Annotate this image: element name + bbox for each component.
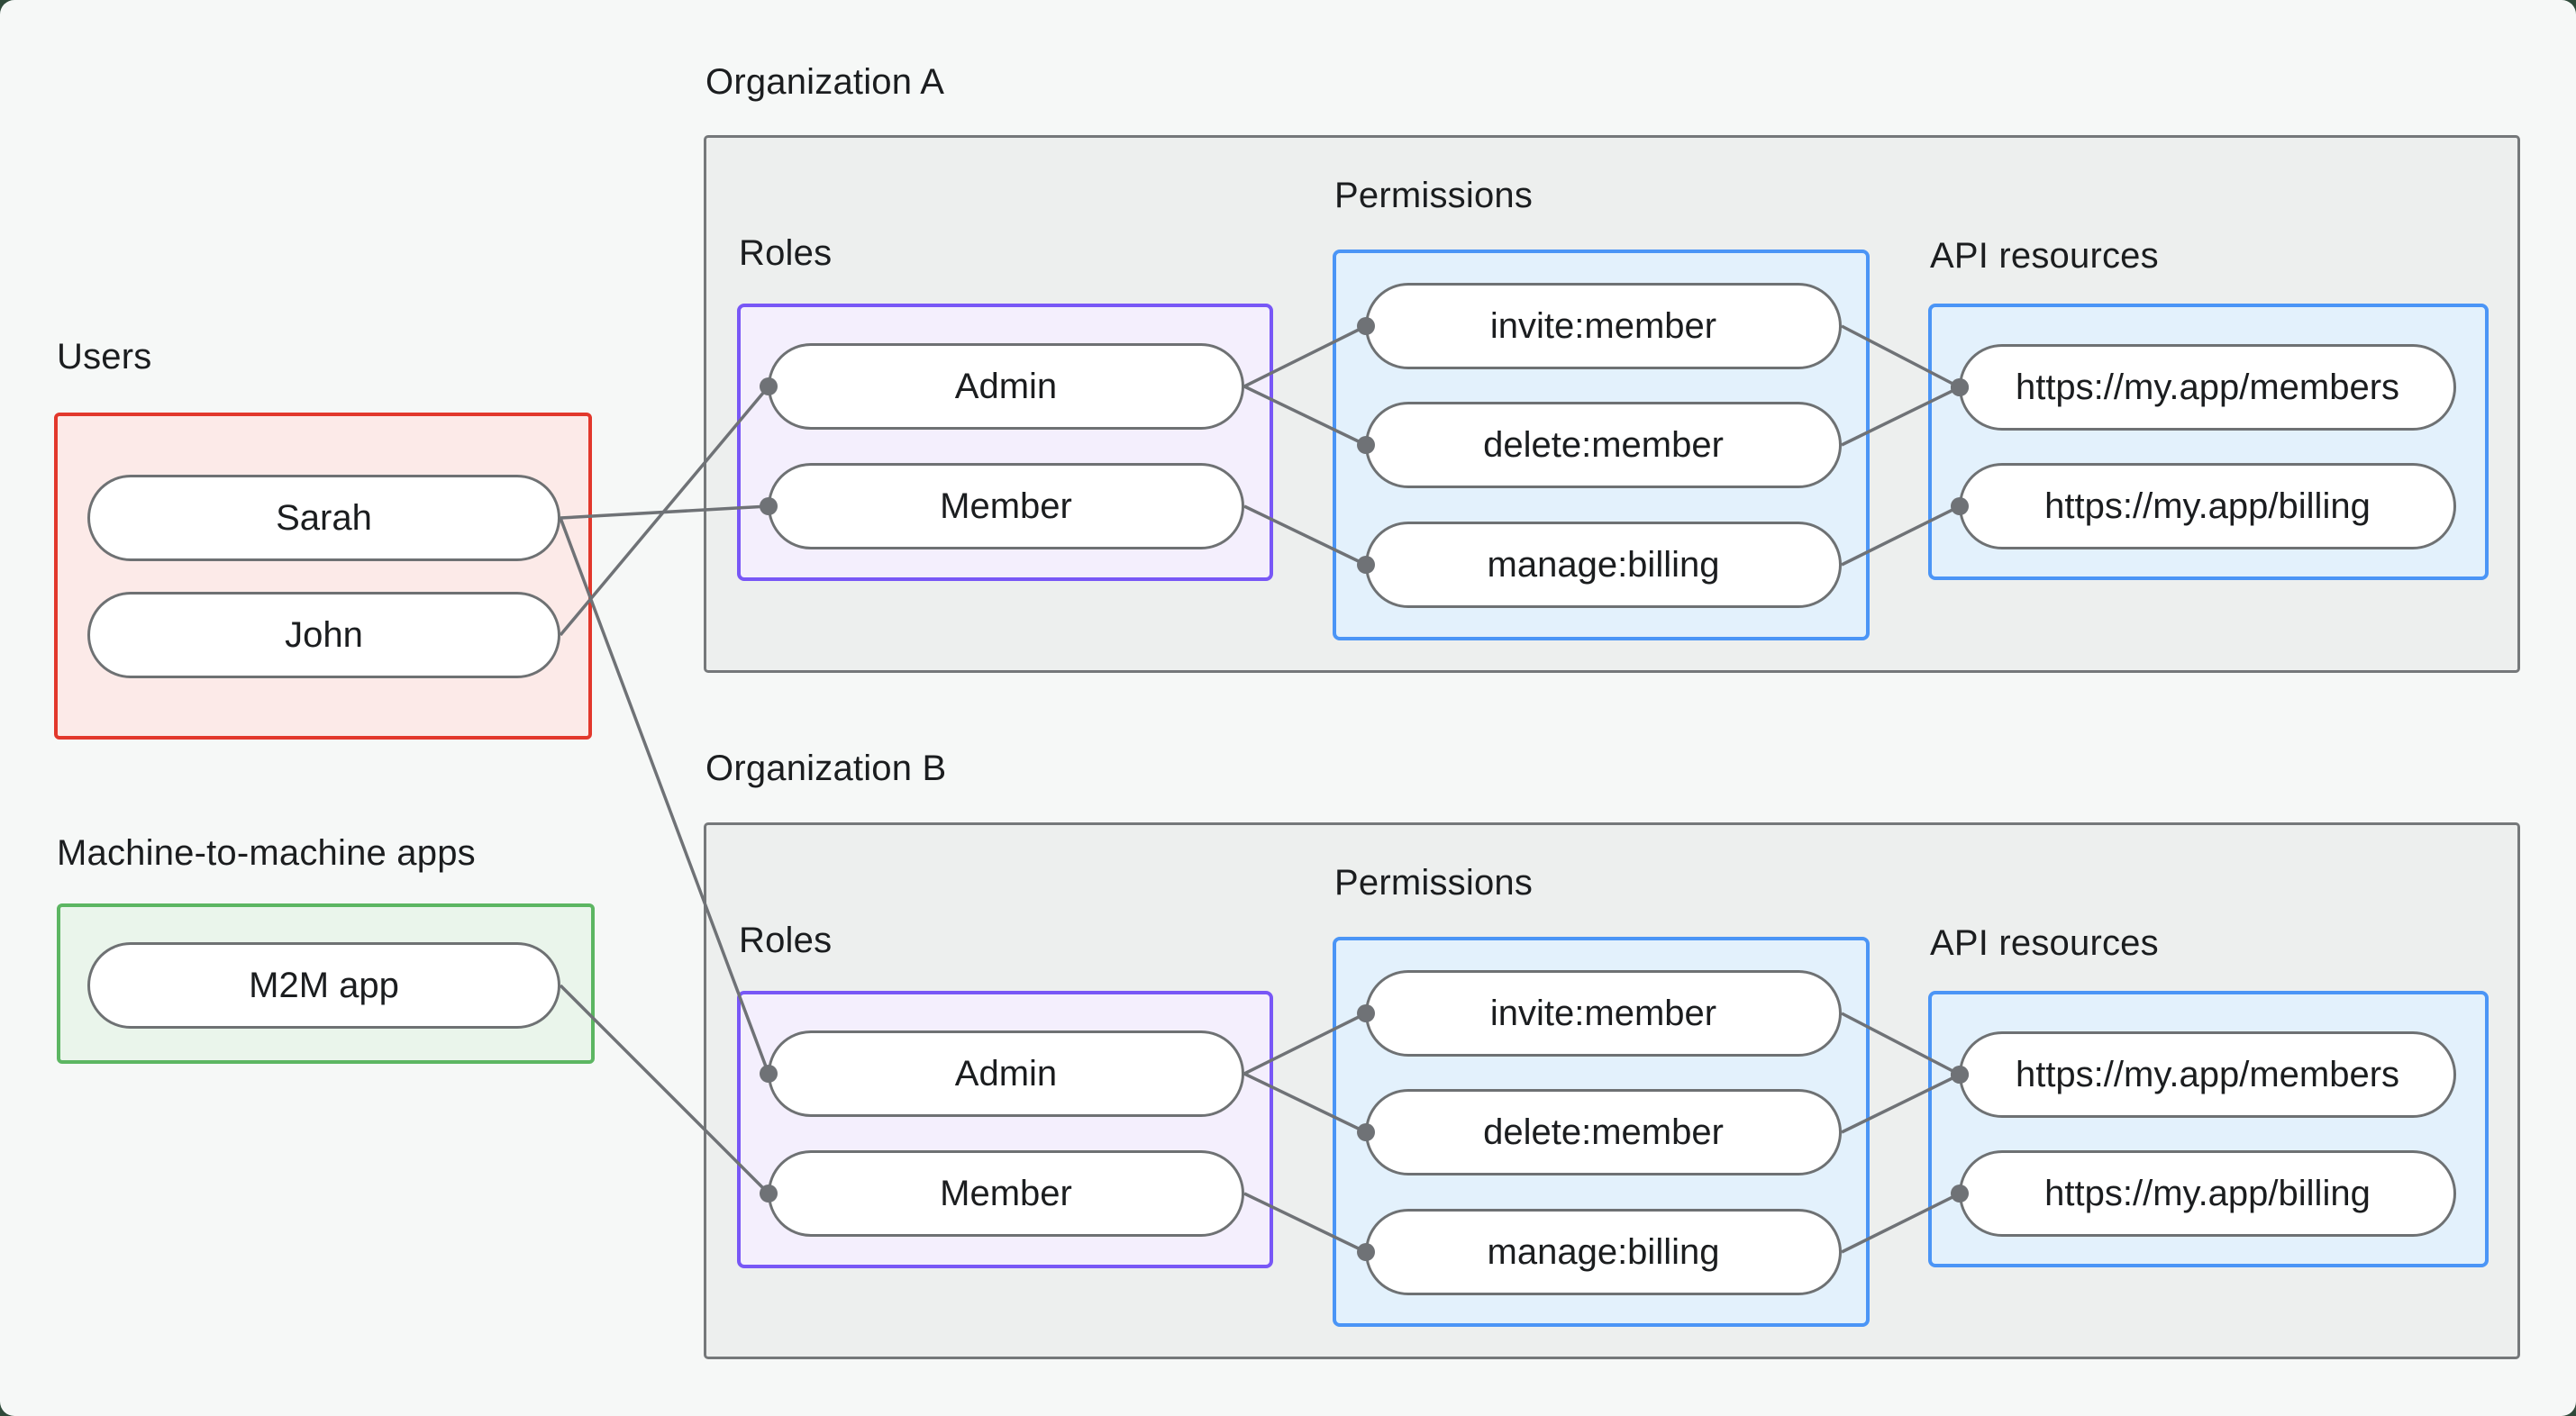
- org-b-roles-label: Roles: [739, 921, 833, 960]
- org-b-role-member: Member: [768, 1150, 1244, 1237]
- user-node-john: John: [87, 592, 560, 678]
- org-a-label: Organization A: [705, 62, 945, 102]
- org-a-api-label: API resources: [1930, 236, 2159, 276]
- org-b-role-admin: Admin: [768, 1030, 1244, 1117]
- org-a-permissions-label: Permissions: [1334, 176, 1534, 215]
- org-b-permission-delete: delete:member: [1365, 1089, 1842, 1175]
- org-b-api-billing: https://my.app/billing: [1959, 1150, 2456, 1237]
- org-b-api-label: API resources: [1930, 923, 2159, 963]
- org-a-role-admin: Admin: [768, 343, 1244, 430]
- users-label: Users: [57, 337, 152, 377]
- org-b-api-members: https://my.app/members: [1959, 1031, 2456, 1118]
- org-a-permission-delete: delete:member: [1365, 402, 1842, 488]
- org-b-label: Organization B: [705, 749, 947, 788]
- org-a-permission-invite: invite:member: [1365, 283, 1842, 369]
- org-a-api-billing: https://my.app/billing: [1959, 463, 2456, 549]
- users-group-box: [54, 413, 592, 740]
- org-a-permission-manage: manage:billing: [1365, 522, 1842, 608]
- org-b-permission-manage: manage:billing: [1365, 1209, 1842, 1295]
- org-a-roles-label: Roles: [739, 233, 833, 273]
- m2m-label: Machine-to-machine apps: [57, 833, 476, 873]
- org-a-role-member: Member: [768, 463, 1244, 549]
- org-a-api-members: https://my.app/members: [1959, 344, 2456, 431]
- user-node-sarah: Sarah: [87, 475, 560, 561]
- org-b-permissions-label: Permissions: [1334, 863, 1534, 903]
- m2m-app-node: M2M app: [87, 942, 560, 1029]
- org-b-permission-invite: invite:member: [1365, 970, 1842, 1057]
